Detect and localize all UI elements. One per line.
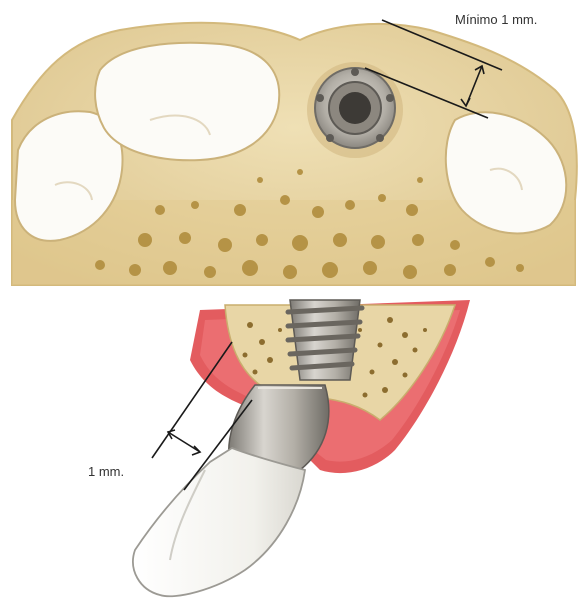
implant-screw <box>288 300 362 380</box>
bone-cross-section-top <box>12 20 577 285</box>
minimum-1mm-label: Mínimo 1 mm. <box>455 12 537 27</box>
tooth-crown <box>133 448 305 596</box>
1mm-label: 1 mm. <box>88 464 124 479</box>
implant-sagittal-section <box>133 300 470 596</box>
tooth-root-center-left <box>95 43 279 160</box>
implant-top-view <box>307 62 403 158</box>
